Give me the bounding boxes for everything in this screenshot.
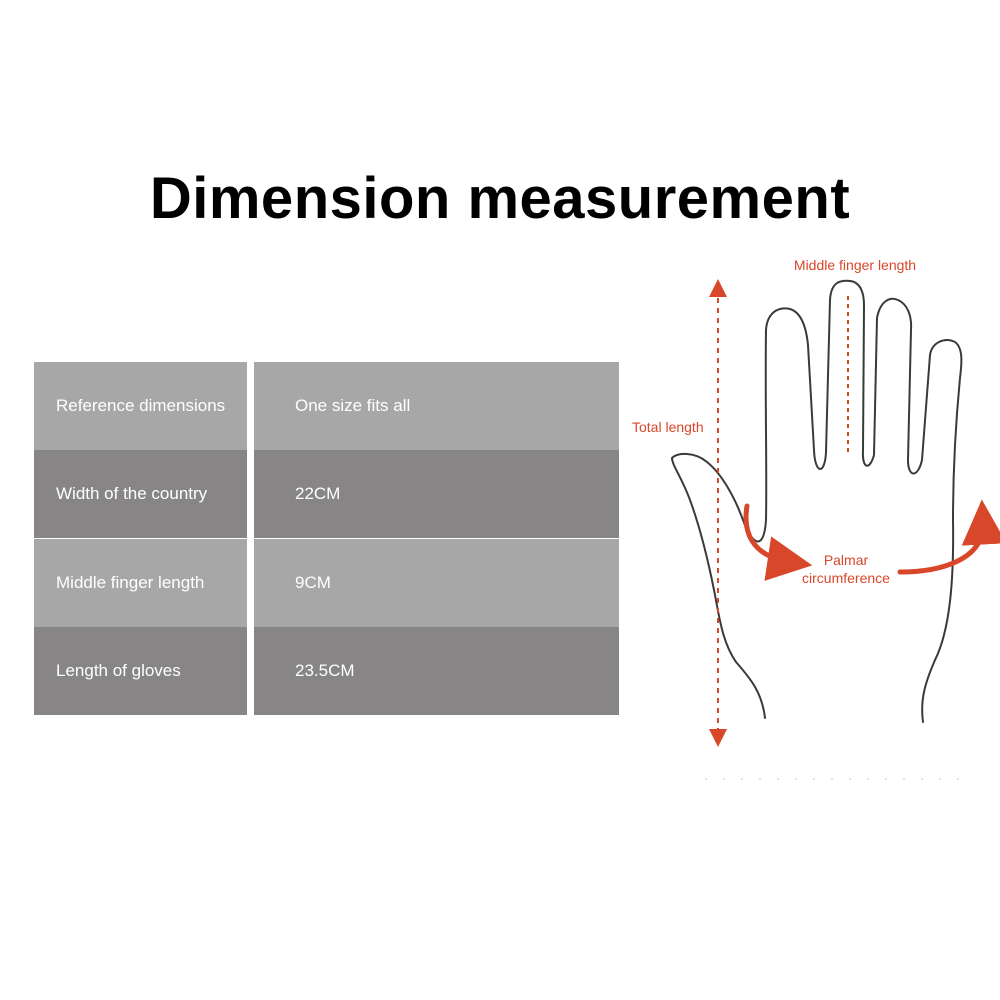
total-length-label: Total length [632,419,704,435]
page-title: Dimension measurement [149,166,851,231]
row-label: Middle finger length [34,539,247,627]
palmar-left-arrow-icon [743,503,813,581]
hand-measurement-diagram: Middle finger length Total length Palmar… [620,240,1000,800]
table-row: Length of gloves 23.5CM [34,627,619,715]
palmar-right-arrow-icon [897,499,1000,575]
table-row: Reference dimensions One size fits all [34,362,619,450]
row-label: Width of the country [34,450,247,538]
table-row: Middle finger length 9CM [34,539,619,627]
table-row: Width of the country 22CM [34,450,619,538]
middle-finger-label: Middle finger length [794,257,916,273]
row-value: 9CM [254,539,619,627]
row-value: One size fits all [254,362,619,450]
palmar-label-line1: Palmar [824,552,869,568]
row-value: 22CM [254,450,619,538]
dimension-table: Reference dimensions One size fits all W… [34,362,619,715]
row-label: Length of gloves [34,627,247,715]
palmar-label-line2: circumference [802,570,890,586]
row-value: 23.5CM [254,627,619,715]
hand-outline-icon [671,279,963,723]
row-label: Reference dimensions [34,362,247,450]
